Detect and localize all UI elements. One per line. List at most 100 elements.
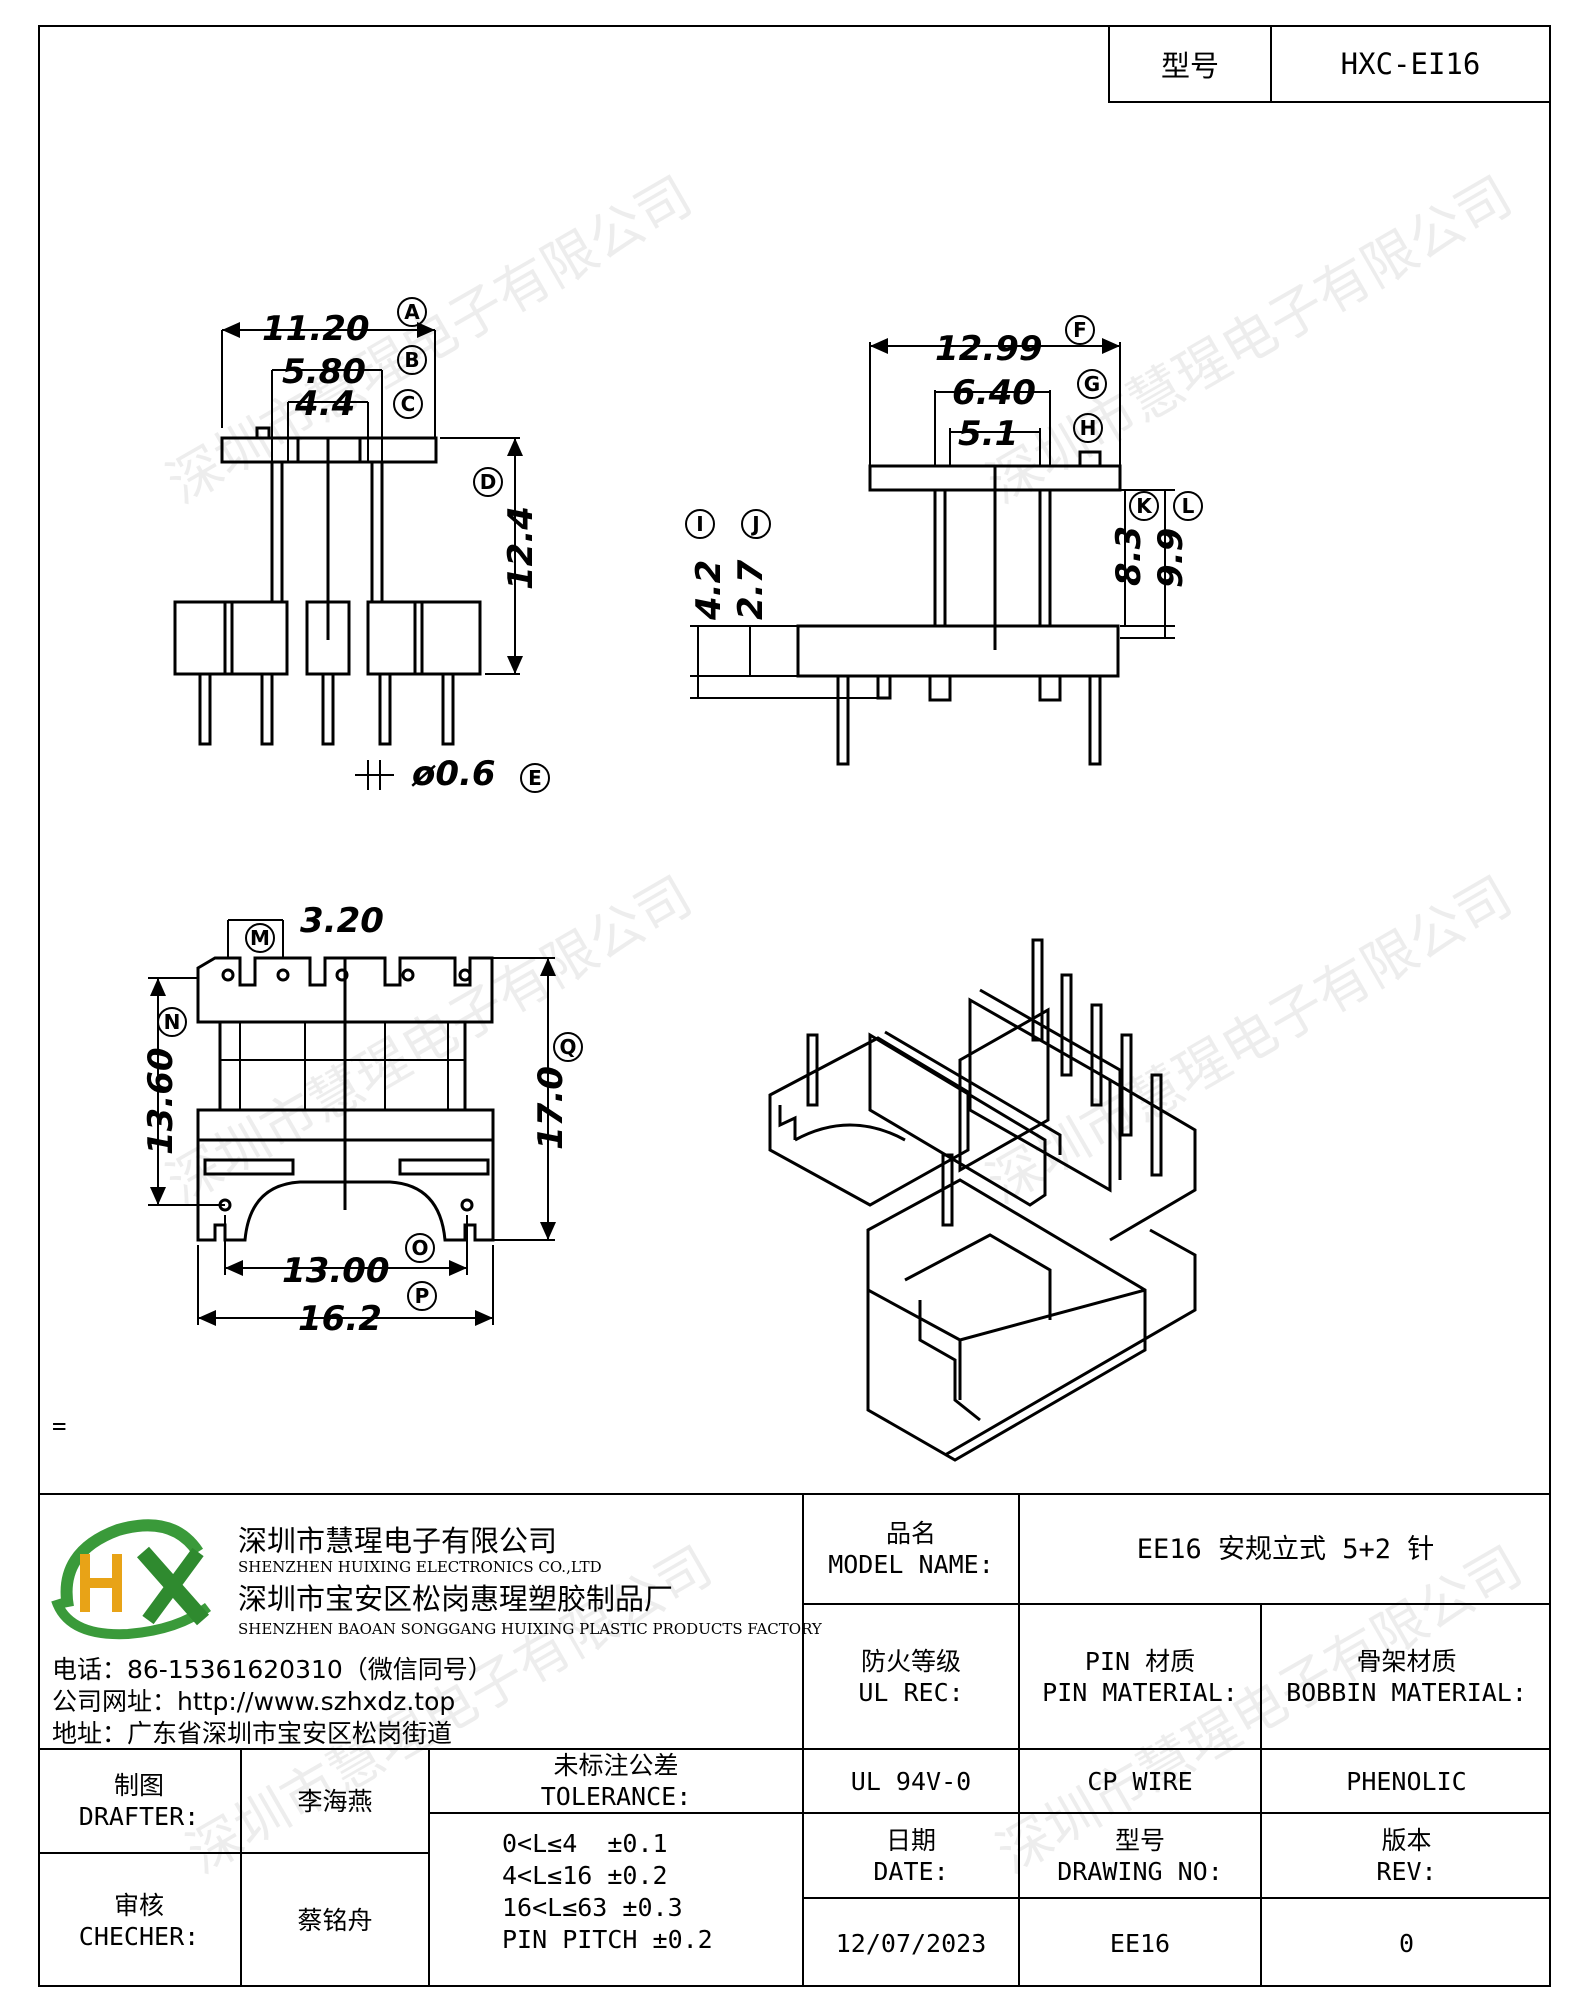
model-name-value: EE16 安规立式 5+2 针 (1136, 1533, 1435, 1565)
callout-f: F (1065, 315, 1095, 345)
svg-text:G: G (1084, 372, 1100, 396)
company-name-en: SHENZHEN HUIXING ELECTRONICS CO.,LTD (238, 1558, 602, 1576)
callout-k: K (1129, 491, 1159, 521)
svg-text:D: D (480, 470, 497, 494)
fire-rating-value: UL 94V-0 (850, 1766, 972, 1796)
callout-c: C (393, 389, 423, 419)
svg-text:I: I (696, 512, 703, 536)
svg-text:HX: HX (48, 1512, 50, 1513)
callout-m: M (245, 923, 275, 953)
dim-d-value: 12.4 (501, 506, 541, 590)
tolerance-row: 0<L≤4 ±0.1 (502, 1829, 668, 1858)
checker-name: 蔡铭舟 (297, 1906, 373, 1935)
tb-divider (38, 1748, 1551, 1750)
rev-value: 0 (1398, 1928, 1415, 1958)
company-logo: HX (48, 1512, 212, 1640)
pin-material-value: CP WIRE (1087, 1766, 1193, 1796)
dim-i-value: 4.2 (689, 560, 729, 621)
tb-divider (240, 1748, 242, 1987)
tolerance-row: 16<L≤63 ±0.3 (502, 1893, 683, 1922)
svg-text:F: F (1073, 318, 1087, 342)
tb-divider (38, 1852, 428, 1854)
callout-p: P (407, 1281, 437, 1311)
bobbin-material-value: PHENOLIC (1346, 1766, 1467, 1796)
front-view (173, 322, 523, 790)
tolerance-row: 4<L≤16 ±0.2 (502, 1861, 668, 1890)
tb-divider (802, 1603, 1551, 1605)
tb-divider (428, 1812, 802, 1814)
model-label: 型号 (1110, 27, 1272, 101)
dim-q-value: 17.0 (531, 1066, 571, 1150)
dim-b-value: 5.80 (282, 352, 366, 392)
company-name-cn: 深圳市慧瑆电子有限公司 (238, 1524, 558, 1558)
callout-o: O (405, 1233, 435, 1263)
dim-m-value: 3.20 (300, 901, 384, 941)
top-view (148, 919, 556, 1326)
technical-drawing: 11.20 5.80 4.4 12.4 ø0.6 12.99 6.40 5.1 … (141, 297, 1203, 1462)
callout-a: A (397, 297, 427, 327)
tb-divider (1018, 1493, 1020, 1987)
isometric-view (768, 938, 1197, 1462)
callout-l: L (1173, 491, 1203, 521)
callout-h: H (1073, 413, 1103, 443)
callout-n: N (157, 1007, 187, 1037)
dim-j-value: 2.7 (731, 559, 771, 620)
tb-divider (802, 1493, 804, 1987)
callout-e: E (520, 763, 550, 793)
svg-text:Q: Q (559, 1035, 576, 1059)
dim-l-value: 9.9 (1151, 528, 1191, 588)
date-value: 12/07/2023 (835, 1928, 987, 1958)
drawing-sheet-border (38, 25, 1551, 1987)
company-phone: 电话：86-15361620310（微信同号） (52, 1655, 493, 1684)
tb-divider (802, 1897, 1551, 1899)
svg-text:P: P (415, 1284, 430, 1308)
drafter-name: 李海燕 (297, 1786, 373, 1816)
factory-name-en: SHENZHEN BAOAN SONGGANG HUIXING PLASTIC … (238, 1620, 822, 1638)
callout-d: D (473, 467, 503, 497)
company-website: 公司网址：http://www.szhxdz.top (52, 1687, 456, 1716)
callout-b: B (397, 345, 427, 375)
dim-n-value: 13.60 (141, 1047, 181, 1155)
svg-text:O: O (411, 1236, 428, 1260)
callout-g: G (1077, 369, 1107, 399)
tolerance-row: PIN PITCH ±0.2 (502, 1925, 713, 1954)
dim-c-value: 4.4 (294, 384, 355, 424)
tb-divider (802, 1812, 1551, 1814)
drawing-no-value: EE16 (1109, 1928, 1171, 1958)
svg-text:A: A (404, 300, 420, 324)
svg-text:E: E (528, 766, 542, 790)
dim-a-value: 11.20 (262, 309, 370, 349)
factory-name-cn: 深圳市宝安区松岗惠瑆塑胶制品厂 (238, 1582, 674, 1616)
model-value: HXC-EI16 (1340, 47, 1481, 81)
svg-text:N: N (164, 1010, 181, 1034)
svg-text:J: J (750, 512, 759, 536)
note-mark: = (52, 1412, 67, 1440)
svg-text:K: K (1136, 494, 1153, 518)
svg-text:M: M (250, 926, 270, 950)
svg-text:H: H (1080, 416, 1097, 440)
svg-text:C: C (401, 392, 416, 416)
callout-i: I (685, 509, 715, 539)
dim-g-value: 6.40 (952, 373, 1036, 413)
tb-top-border (38, 1493, 1551, 1495)
company-address: 地址：广东省深圳市宝安区松岗街道 (52, 1719, 453, 1748)
dim-p-value: 16.2 (298, 1299, 382, 1339)
model-header-box: 型号 HXC-EI16 (1108, 25, 1551, 103)
callout-j: J (741, 509, 771, 539)
side-view (690, 338, 1175, 766)
svg-text:L: L (1182, 494, 1195, 518)
callout-q: Q (553, 1032, 583, 1062)
dim-f-value: 12.99 (935, 329, 1043, 369)
dim-o-value: 13.00 (282, 1251, 390, 1291)
tb-divider (428, 1748, 430, 1987)
